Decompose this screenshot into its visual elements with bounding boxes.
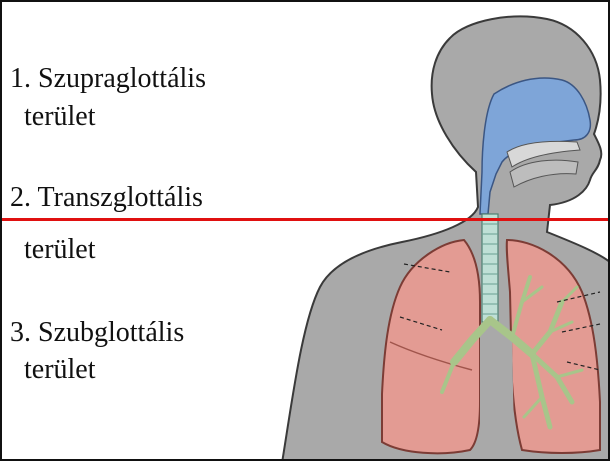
mediastinum — [480, 328, 514, 442]
label-supraglottic-line1: 1. Szupraglottális — [10, 64, 206, 95]
label-subglottic-line1: 3. Szubglottális — [10, 318, 184, 349]
trachea — [482, 214, 498, 322]
label-transglottic-line1: 2. Transzglottális — [10, 183, 203, 214]
label-subglottic-line2: terület — [10, 355, 96, 386]
glottis-divider-line — [2, 218, 610, 221]
label-supraglottic-line2: terület — [10, 102, 96, 133]
label-transglottic-line2: terület — [10, 235, 96, 266]
